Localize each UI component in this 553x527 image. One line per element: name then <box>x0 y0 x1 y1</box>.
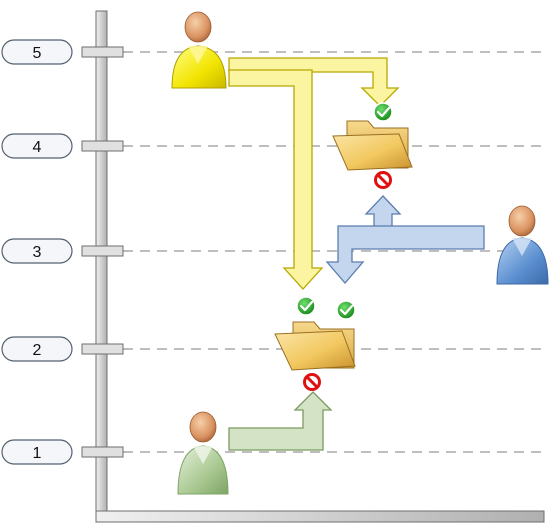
level-label-5: 5 <box>33 45 42 62</box>
no-entry-icon-folder-2 <box>303 373 321 391</box>
user-icon-level-3 <box>496 205 549 285</box>
level-labels: 5 4 3 2 1 <box>1 39 73 465</box>
arrow-blue-up-to-folder-4 <box>364 195 484 229</box>
tick-2 <box>81 343 124 355</box>
level-label-3: 3 <box>33 244 42 261</box>
level-pill-5 <box>1 39 73 65</box>
tick-1 <box>81 446 124 458</box>
tick-3 <box>81 245 124 257</box>
user-icon-level-5 <box>171 11 227 89</box>
check-icon-folder-2-yellow <box>296 296 316 316</box>
level-label-2: 2 <box>33 342 42 359</box>
flow-arrows-blue <box>325 195 485 284</box>
arrow-blue-down-to-folder-2 <box>325 225 485 284</box>
base-bar <box>95 510 545 523</box>
check-icon-folder-4 <box>373 102 393 122</box>
level-pill-1 <box>1 439 73 465</box>
arrow-green-up-to-folder-2 <box>228 391 333 451</box>
check-icon-folder-2-blue <box>336 300 356 320</box>
tick-4 <box>81 140 124 152</box>
vertical-post <box>95 10 108 522</box>
level-guides <box>123 51 548 453</box>
flow-arrows-yellow <box>228 57 400 290</box>
level-pill-2 <box>1 336 73 362</box>
folder-icon-level-2 <box>274 321 356 371</box>
user-icon-level-1 <box>177 411 229 495</box>
tick-5 <box>81 46 124 58</box>
flow-arrows-green <box>228 391 333 451</box>
level-pill-3 <box>1 238 73 264</box>
level-label-4: 4 <box>33 139 42 156</box>
arrow-yellow-to-folder-2 <box>228 69 324 290</box>
folder-icon-level-4 <box>332 120 413 171</box>
level-axis <box>81 10 545 523</box>
level-label-1: 1 <box>33 445 42 462</box>
no-entry-icon-folder-4 <box>374 171 392 189</box>
level-pill-4 <box>1 133 73 159</box>
